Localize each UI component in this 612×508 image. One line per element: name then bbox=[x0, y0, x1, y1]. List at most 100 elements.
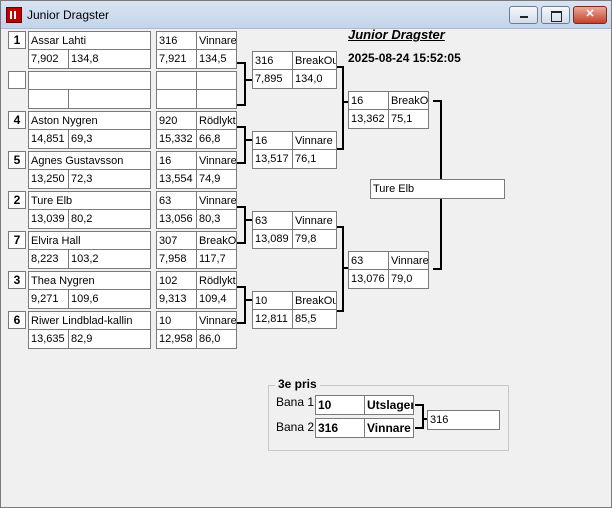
lane2-number-input[interactable]: 316 bbox=[315, 418, 365, 438]
round2-result[interactable]: BreakOut bbox=[292, 51, 337, 71]
lane1-result[interactable]: Utslagen bbox=[364, 395, 414, 415]
minimize-button[interactable] bbox=[509, 6, 538, 24]
driver-speed[interactable]: 80,2 bbox=[68, 209, 151, 229]
opponent-time[interactable]: 13,554 bbox=[156, 169, 197, 189]
driver-speed[interactable] bbox=[68, 89, 151, 109]
race-datetime: 2025-08-24 15:52:05 bbox=[348, 51, 461, 65]
opponent-number[interactable] bbox=[156, 71, 197, 91]
round2-number[interactable]: 10 bbox=[252, 291, 293, 311]
opponent-number[interactable]: 63 bbox=[156, 191, 197, 211]
round2-result[interactable]: BreakOut bbox=[292, 291, 337, 311]
opponent-speed[interactable]: 80,3 bbox=[196, 209, 237, 229]
round2-number[interactable]: 16 bbox=[252, 131, 293, 151]
driver-time[interactable]: 7,902 bbox=[28, 49, 69, 69]
third-place-winner[interactable]: 316 bbox=[427, 410, 500, 430]
opponent-speed[interactable]: 74,9 bbox=[196, 169, 237, 189]
opponent-number[interactable]: 920 bbox=[156, 111, 197, 131]
driver-time[interactable]: 14,851 bbox=[28, 129, 69, 149]
semifinal-speed[interactable]: 79,0 bbox=[388, 269, 429, 289]
opponent-time[interactable]: 12,958 bbox=[156, 329, 197, 349]
semifinal-speed[interactable]: 75,1 bbox=[388, 109, 429, 129]
round2-number[interactable]: 63 bbox=[252, 211, 293, 231]
driver-name[interactable]: Assar Lahti bbox=[28, 31, 151, 51]
final-winner[interactable]: Ture Elb bbox=[370, 179, 505, 199]
seed-number bbox=[8, 71, 26, 89]
driver-name[interactable]: Thea Nygren bbox=[28, 271, 151, 291]
close-button[interactable]: ✕ bbox=[573, 6, 607, 24]
semifinal-result[interactable]: BreakOut bbox=[388, 91, 429, 111]
driver-speed[interactable]: 134,8 bbox=[68, 49, 151, 69]
opponent-number[interactable]: 307 bbox=[156, 231, 197, 251]
round2-time[interactable]: 7,895 bbox=[252, 69, 293, 89]
driver-name[interactable]: Ture Elb bbox=[28, 191, 151, 211]
lane1-label: Bana 1 bbox=[276, 395, 315, 409]
opponent-result[interactable]: Vinnare bbox=[196, 311, 237, 331]
opponent-time[interactable]: 9,313 bbox=[156, 289, 197, 309]
driver-speed[interactable]: 72,3 bbox=[68, 169, 151, 189]
round2-time[interactable]: 12,811 bbox=[252, 309, 293, 329]
semifinal-time[interactable]: 13,076 bbox=[348, 269, 389, 289]
driver-name[interactable]: Riwer Lindblad-kallin bbox=[28, 311, 151, 331]
opponent-result[interactable]: Vinnare bbox=[196, 151, 237, 171]
lane1-number-input[interactable]: 10 bbox=[315, 395, 365, 415]
round2-speed[interactable]: 79,8 bbox=[292, 229, 337, 249]
seed-number: 4 bbox=[8, 111, 26, 129]
opponent-speed[interactable]: 117,7 bbox=[196, 249, 237, 269]
driver-time[interactable]: 13,039 bbox=[28, 209, 69, 229]
opponent-result[interactable]: Rödlyktan bbox=[196, 111, 237, 131]
driver-name[interactable]: Elvira Hall bbox=[28, 231, 151, 251]
driver-speed[interactable]: 103,2 bbox=[68, 249, 151, 269]
round2-speed[interactable]: 134,0 bbox=[292, 69, 337, 89]
page-title: Junior Dragster bbox=[348, 27, 445, 42]
driver-time[interactable]: 9,271 bbox=[28, 289, 69, 309]
opponent-result[interactable]: BreakOut bbox=[196, 231, 237, 251]
semifinal-time[interactable]: 13,362 bbox=[348, 109, 389, 129]
opponent-speed[interactable]: 86,0 bbox=[196, 329, 237, 349]
round2-speed[interactable]: 76,1 bbox=[292, 149, 337, 169]
opponent-time[interactable]: 15,332 bbox=[156, 129, 197, 149]
driver-time[interactable]: 8,223 bbox=[28, 249, 69, 269]
round2-number[interactable]: 316 bbox=[252, 51, 293, 71]
opponent-time[interactable] bbox=[156, 89, 197, 109]
opponent-result[interactable]: Vinnare bbox=[196, 191, 237, 211]
opponent-speed[interactable]: 109,4 bbox=[196, 289, 237, 309]
opponent-speed[interactable] bbox=[196, 89, 237, 109]
opponent-number[interactable]: 316 bbox=[156, 31, 197, 51]
lane2-result[interactable]: Vinnare bbox=[364, 418, 414, 438]
opponent-number[interactable]: 16 bbox=[156, 151, 197, 171]
semifinal-number[interactable]: 16 bbox=[348, 91, 389, 111]
round2-time[interactable]: 13,089 bbox=[252, 229, 293, 249]
opponent-number[interactable]: 10 bbox=[156, 311, 197, 331]
round2-result[interactable]: Vinnare bbox=[292, 211, 337, 231]
round2-result[interactable]: Vinnare bbox=[292, 131, 337, 151]
driver-speed[interactable]: 109,6 bbox=[68, 289, 151, 309]
opponent-time[interactable]: 7,958 bbox=[156, 249, 197, 269]
round2-speed[interactable]: 85,5 bbox=[292, 309, 337, 329]
seed-number: 7 bbox=[8, 231, 26, 249]
opponent-speed[interactable]: 66,8 bbox=[196, 129, 237, 149]
opponent-number[interactable]: 102 bbox=[156, 271, 197, 291]
driver-name[interactable]: Aston Nygren bbox=[28, 111, 151, 131]
maximize-button[interactable] bbox=[541, 6, 570, 24]
driver-time[interactable] bbox=[28, 89, 69, 109]
driver-time[interactable]: 13,250 bbox=[28, 169, 69, 189]
seed-number: 2 bbox=[8, 191, 26, 209]
driver-name[interactable] bbox=[28, 71, 151, 91]
round2-time[interactable]: 13,517 bbox=[252, 149, 293, 169]
driver-name[interactable]: Agnes Gustavsson bbox=[28, 151, 151, 171]
driver-speed[interactable]: 69,3 bbox=[68, 129, 151, 149]
opponent-result[interactable]: Rödlyktan bbox=[196, 271, 237, 291]
driver-speed[interactable]: 82,9 bbox=[68, 329, 151, 349]
semifinal-result[interactable]: Vinnare bbox=[388, 251, 429, 271]
opponent-result[interactable]: Vinnare bbox=[196, 31, 237, 51]
opponent-result[interactable] bbox=[196, 71, 237, 91]
semifinal-number[interactable]: 63 bbox=[348, 251, 389, 271]
title-bar[interactable]: Junior Dragster ✕ bbox=[1, 1, 611, 29]
opponent-time[interactable]: 13,056 bbox=[156, 209, 197, 229]
app-icon bbox=[6, 7, 22, 23]
opponent-time[interactable]: 7,921 bbox=[156, 49, 197, 69]
driver-time[interactable]: 13,635 bbox=[28, 329, 69, 349]
opponent-speed[interactable]: 134,5 bbox=[196, 49, 237, 69]
